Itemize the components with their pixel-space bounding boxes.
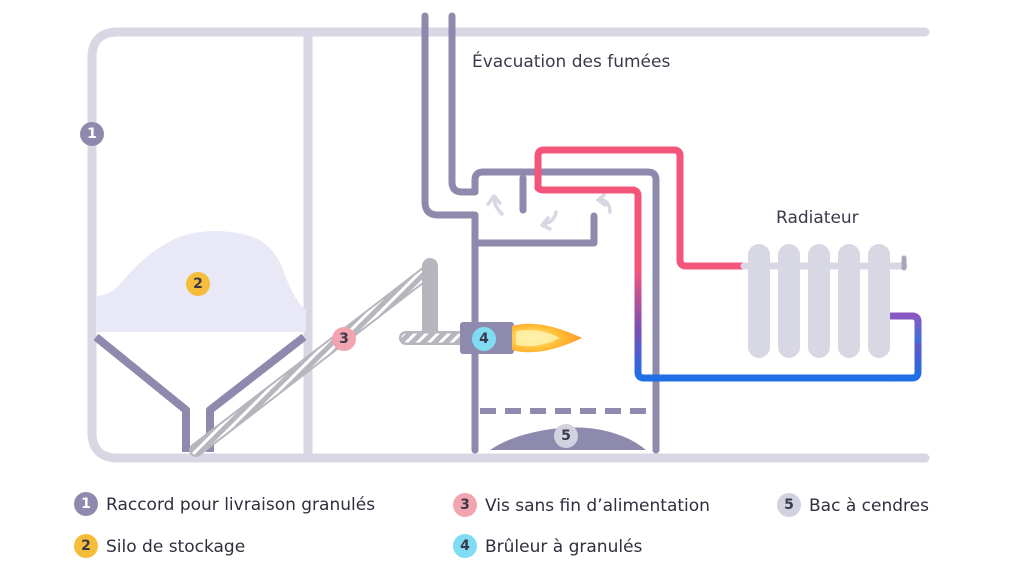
hot-water-supply xyxy=(534,146,752,270)
svg-text:Brûleur à granulés: Brûleur à granulés xyxy=(485,537,643,557)
svg-text:2: 2 xyxy=(193,276,203,292)
building-structure xyxy=(87,27,930,463)
svg-text:4: 4 xyxy=(460,538,470,554)
legend: 1 Raccord pour livraison granulés 2 Silo… xyxy=(74,492,929,558)
legend-item-5: 5 Bac à cendres xyxy=(777,493,929,517)
boiler-body xyxy=(421,12,660,454)
radiator-label: Radiateur xyxy=(776,208,859,228)
svg-text:3: 3 xyxy=(460,497,470,513)
marker-5: 5 xyxy=(554,424,578,448)
flue-label: Évacuation des fumées xyxy=(472,50,670,72)
feed-screw xyxy=(189,258,469,457)
legend-item-2: 2 Silo de stockage xyxy=(74,534,245,558)
svg-text:4: 4 xyxy=(479,331,489,347)
marker-4: 4 xyxy=(472,327,496,351)
marker-3: 3 xyxy=(332,327,356,351)
svg-text:Vis sans fin d’alimentation: Vis sans fin d’alimentation xyxy=(485,496,710,516)
flue-pipe-inner xyxy=(448,12,660,454)
heat-exchanger-plate xyxy=(474,212,598,247)
legend-item-3: 3 Vis sans fin d’alimentation xyxy=(453,493,710,517)
return-water-line xyxy=(886,312,922,344)
svg-text:3: 3 xyxy=(339,331,349,347)
legend-item-4: 4 Brûleur à granulés xyxy=(453,534,643,558)
flue-pipe-outer xyxy=(421,12,479,454)
smoke-flow-arrows xyxy=(486,193,612,231)
svg-text:5: 5 xyxy=(784,497,794,513)
storage-silo xyxy=(93,231,307,452)
marker-1: 1 xyxy=(80,122,104,146)
svg-text:1: 1 xyxy=(81,496,91,512)
radiator xyxy=(740,244,908,358)
svg-text:Raccord pour livraison granulé: Raccord pour livraison granulés xyxy=(106,495,375,515)
svg-text:Bac à cendres: Bac à cendres xyxy=(809,496,929,516)
primary-loop xyxy=(534,176,922,382)
marker-2: 2 xyxy=(186,272,210,296)
svg-text:2: 2 xyxy=(81,538,91,554)
svg-text:Silo de stockage: Silo de stockage xyxy=(106,537,245,557)
svg-text:1: 1 xyxy=(87,126,97,142)
pellet-burner xyxy=(460,322,582,354)
legend-item-1: 1 Raccord pour livraison granulés xyxy=(74,492,375,516)
svg-text:5: 5 xyxy=(561,428,571,444)
